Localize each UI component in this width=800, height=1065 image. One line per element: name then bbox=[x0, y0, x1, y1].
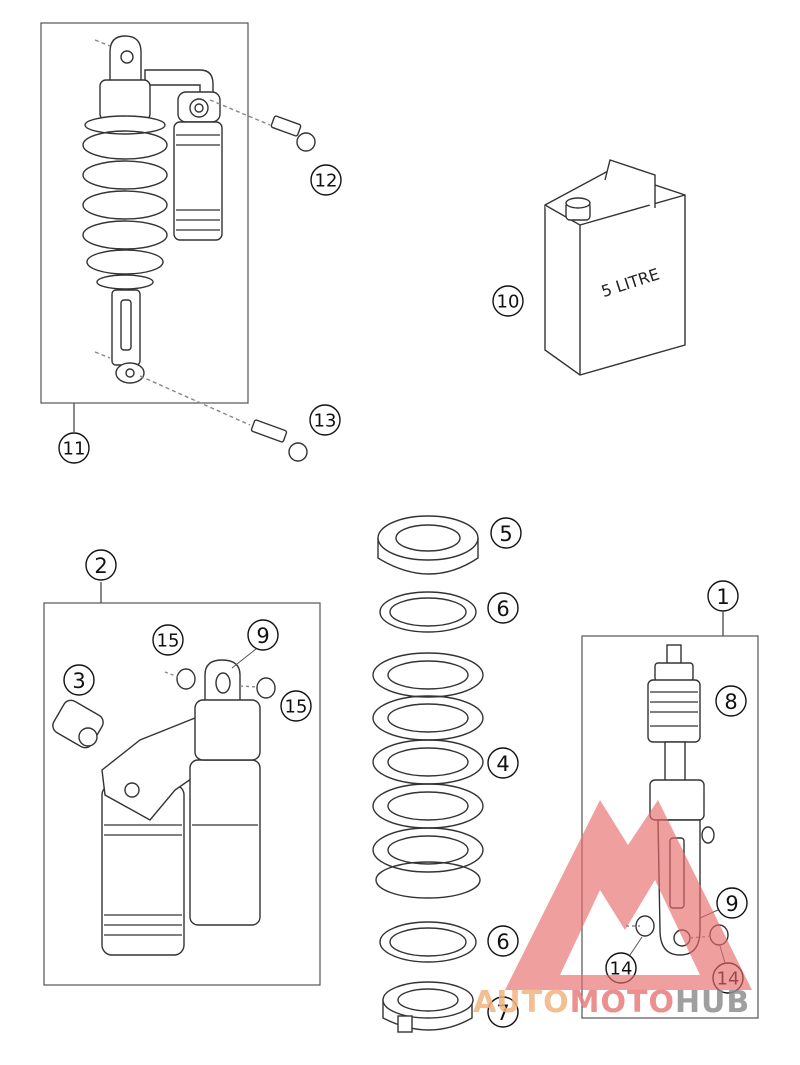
svg-text:7: 7 bbox=[496, 1001, 509, 1025]
watermark-logo: AUTOMOTOHUB bbox=[473, 800, 752, 1020]
callout-part-3: 3 bbox=[63, 664, 95, 696]
callout-part-10: 10 bbox=[492, 285, 524, 317]
svg-text:3: 3 bbox=[72, 669, 85, 693]
spring-stack bbox=[372, 515, 484, 1033]
svg-text:15: 15 bbox=[285, 697, 308, 718]
callout-part-4: 4 bbox=[487, 747, 519, 779]
washer-6-bottom bbox=[379, 921, 477, 963]
callout-part-8: 8 bbox=[715, 685, 747, 717]
callout-part-7: 7 bbox=[487, 996, 519, 1028]
callout-part-2: 2 bbox=[85, 549, 117, 581]
svg-text:15: 15 bbox=[157, 631, 180, 652]
washer-6-top bbox=[379, 591, 477, 633]
adjusting-nut-5 bbox=[377, 515, 479, 575]
oil-can-10: 5 LITRE bbox=[544, 159, 686, 376]
callout-part-6-bottom: 6 bbox=[487, 925, 519, 957]
svg-text:4: 4 bbox=[496, 752, 509, 776]
spring-4 bbox=[372, 652, 484, 899]
callout-part-5: 5 bbox=[490, 517, 522, 549]
callout-part-15-left: 15 bbox=[152, 624, 184, 656]
svg-text:12: 12 bbox=[315, 171, 338, 192]
callout-part-11: 11 bbox=[58, 432, 90, 464]
damper-assembly-2 bbox=[43, 582, 321, 986]
svg-text:1: 1 bbox=[716, 585, 729, 609]
svg-text:2: 2 bbox=[94, 554, 107, 578]
frame-11 bbox=[40, 22, 249, 404]
shock-absorber-assembly-11 bbox=[40, 22, 316, 462]
frame-2 bbox=[43, 602, 321, 986]
svg-text:8: 8 bbox=[724, 690, 737, 714]
svg-text:14: 14 bbox=[610, 959, 633, 980]
callout-part-9-bottom: 9 bbox=[699, 887, 748, 919]
svg-text:13: 13 bbox=[314, 411, 337, 432]
svg-text:11: 11 bbox=[63, 439, 86, 460]
svg-text:5: 5 bbox=[499, 522, 512, 546]
watermark-text: AUTOMOTOHUB bbox=[473, 985, 750, 1020]
callout-part-9-top: 9 bbox=[231, 619, 279, 669]
svg-text:6: 6 bbox=[496, 597, 509, 621]
svg-text:6: 6 bbox=[496, 930, 509, 954]
svg-text:10: 10 bbox=[497, 292, 520, 313]
callout-part-13: 13 bbox=[309, 404, 341, 436]
spring-retainer-7 bbox=[382, 981, 474, 1033]
callout-part-1: 1 bbox=[707, 580, 739, 612]
callout-part-6-top: 6 bbox=[487, 592, 519, 624]
watermark-triangle-icon bbox=[505, 800, 752, 990]
frame-1 bbox=[581, 635, 759, 1019]
callout-part-12: 12 bbox=[310, 164, 342, 196]
callout-part-15-right: 15 bbox=[280, 690, 312, 722]
svg-text:9: 9 bbox=[256, 624, 269, 648]
svg-text:9: 9 bbox=[725, 892, 738, 916]
